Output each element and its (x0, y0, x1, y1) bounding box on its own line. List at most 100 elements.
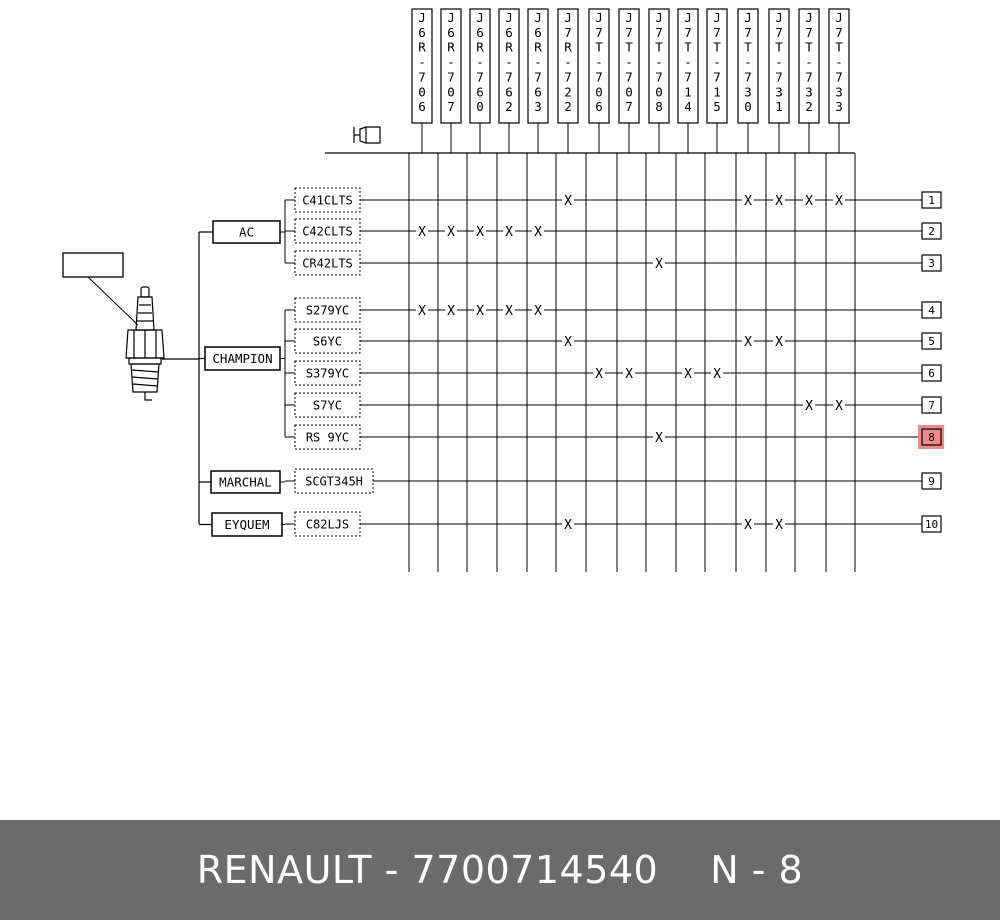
svg-text:R: R (418, 40, 426, 55)
svg-text:7: 7 (595, 25, 603, 40)
spark-plug-icon (125, 286, 165, 401)
part-num-box (921, 191, 942, 209)
svg-text:7: 7 (505, 69, 513, 84)
svg-text:0: 0 (595, 84, 603, 99)
svg-text:3: 3 (805, 84, 813, 99)
engine-header: J6R-760 (469, 8, 491, 153)
svg-text:T: T (713, 40, 721, 55)
svg-text:J: J (476, 10, 484, 25)
svg-text:7: 7 (564, 69, 572, 84)
svg-text:R: R (564, 40, 572, 55)
svg-text:T: T (625, 40, 633, 55)
svg-text:2: 2 (564, 99, 572, 114)
parts-diagram: J6R-706J6R-707J6R-760J6R-762J6R-763J7R-7… (62, 8, 944, 572)
svg-text:7: 7 (684, 25, 692, 40)
svg-text:6: 6 (534, 84, 542, 99)
svg-text:T: T (684, 40, 692, 55)
svg-text:1: 1 (775, 99, 783, 114)
fitment-mark: X (564, 194, 572, 209)
part-num-box (921, 254, 942, 272)
fitment-mark: X (476, 225, 484, 240)
part-ref: S379YC (306, 367, 349, 381)
svg-text:3: 3 (744, 84, 752, 99)
svg-text:J: J (805, 10, 813, 25)
svg-text:6: 6 (418, 99, 426, 114)
fitment-mark: X (775, 518, 783, 533)
fitment-mark: X (713, 367, 721, 382)
engine-header: J7T-714 (677, 8, 699, 153)
svg-text:0: 0 (476, 99, 484, 114)
fitment-mark: X (744, 194, 752, 209)
svg-text:-: - (564, 55, 572, 70)
fitment-mark: X (447, 225, 455, 240)
part-num: 1 (928, 194, 935, 207)
svg-text:J: J (655, 10, 663, 25)
svg-text:-: - (744, 55, 752, 70)
brand-ac: AC (199, 199, 295, 264)
engine-header: J7T-732 (798, 8, 820, 153)
part-ref: C41CLTS (302, 194, 353, 208)
fitment-mark: X (744, 518, 752, 533)
part-num-box (921, 515, 942, 533)
svg-text:J: J (744, 10, 752, 25)
svg-text:6: 6 (534, 25, 542, 40)
part-ref-box (294, 250, 361, 276)
svg-text:-: - (835, 55, 843, 70)
fitment-mark: X (625, 367, 633, 382)
svg-text:T: T (595, 40, 603, 55)
svg-text:-: - (595, 55, 603, 70)
svg-text:MARCHAL: MARCHAL (219, 475, 272, 490)
svg-text:J: J (418, 10, 426, 25)
brand-marchal: MARCHAL (199, 470, 295, 494)
footer-separator: - (384, 848, 399, 892)
footer-brand: RENAULT (196, 848, 373, 892)
part-ref-box (294, 218, 361, 244)
svg-text:7: 7 (775, 25, 783, 40)
svg-text:0: 0 (447, 84, 455, 99)
brand-eyquem: EYQUEM (199, 512, 295, 537)
svg-text:7: 7 (625, 25, 633, 40)
svg-text:-: - (805, 55, 813, 70)
part-ref: SCGT345H (305, 475, 363, 489)
fitment-mark: X (505, 225, 513, 240)
fitment-mark: X (505, 304, 513, 319)
engine-header: J6R-763 (527, 8, 549, 153)
svg-text:6: 6 (505, 84, 513, 99)
part-ref: C82LJS (306, 518, 349, 532)
svg-text:7: 7 (713, 69, 721, 84)
part-ref-box (294, 511, 361, 537)
footer-position: N - 8 (710, 848, 804, 892)
part-num: 9 (928, 475, 935, 488)
fitment-mark: X (476, 304, 484, 319)
part-ref: S6YC (313, 335, 342, 349)
part-ref-box (294, 187, 361, 213)
svg-text:1: 1 (684, 84, 692, 99)
part-num-box (921, 332, 942, 350)
engine-header: J6R-706 (411, 8, 433, 153)
part-num-box (921, 396, 942, 414)
svg-text:J: J (534, 10, 542, 25)
svg-text:8: 8 (655, 99, 663, 114)
svg-text:7: 7 (655, 69, 663, 84)
svg-text:7: 7 (476, 69, 484, 84)
part-num-box (921, 428, 942, 446)
svg-text:J: J (625, 10, 633, 25)
fitment-mark: X (835, 194, 843, 209)
svg-text:J: J (505, 10, 513, 25)
fitment-mark: X (655, 257, 663, 272)
leader-line (87, 276, 139, 326)
svg-text:R: R (505, 40, 513, 55)
svg-text:6: 6 (476, 84, 484, 99)
fitment-mark: X (564, 335, 572, 350)
svg-text:7: 7 (805, 69, 813, 84)
svg-text:-: - (713, 55, 721, 70)
svg-text:2: 2 (564, 84, 572, 99)
svg-text:7: 7 (713, 25, 721, 40)
